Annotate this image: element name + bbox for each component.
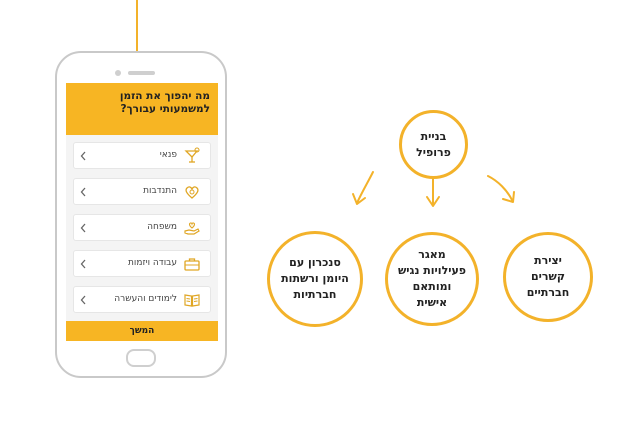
- chevron-left-icon: [80, 259, 86, 269]
- menu-item-work[interactable]: עבודה ויזמות: [73, 250, 211, 277]
- node-calendar-sync: סנכרון עם היומן ורשתות חברתיות: [267, 231, 363, 327]
- chevron-left-icon: [80, 223, 86, 233]
- node-label: בניית פרופיל: [416, 129, 451, 159]
- menu-item-family[interactable]: משפחה: [73, 214, 211, 241]
- phone-screen: מה יהפוך את הזמן למשמעותי עבורך? פנאי הת…: [66, 83, 218, 341]
- open-book-icon: [184, 294, 200, 307]
- node-activities-pool: מאגר פעילויות נגיש ומותאם אישית: [385, 232, 479, 326]
- menu-item-label: לימודים והעשרה: [114, 294, 177, 304]
- node-label: יצירת קשרים חברתיים: [526, 254, 570, 299]
- chevron-left-icon: [80, 295, 86, 305]
- continue-button[interactable]: המשך: [66, 321, 218, 341]
- arrow-to-middle-node: [426, 177, 440, 207]
- phone-home-button: [126, 349, 156, 367]
- menu-item-volunteering[interactable]: התנדבות: [73, 178, 211, 205]
- phone-camera: [115, 70, 121, 76]
- menu-item-label: עבודה ויזמות: [127, 258, 177, 268]
- node-label: סנכרון עם היומן ורשתות חברתיות: [281, 256, 349, 301]
- phone-mockup: מה יהפוך את הזמן למשמעותי עבורך? פנאי הת…: [55, 51, 227, 378]
- cocktail-glass-icon: [184, 147, 200, 163]
- screen-title: מה יהפוך את הזמן למשמעותי עבורך?: [119, 90, 210, 115]
- screen-header: מה יהפוך את הזמן למשמעותי עבורך?: [66, 83, 218, 135]
- briefcase-icon: [184, 258, 200, 271]
- chevron-left-icon: [80, 151, 86, 161]
- menu-item-label: משפחה: [147, 222, 177, 232]
- hand-holding-heart-icon: [184, 222, 200, 235]
- node-social-connections: יצירת קשרים חברתיים: [503, 232, 593, 322]
- menu-item-label: פנאי: [159, 150, 177, 160]
- menu-item-studies[interactable]: לימודים והעשרה: [73, 286, 211, 313]
- menu-item-leisure[interactable]: פנאי: [73, 142, 211, 169]
- arrow-to-left-node: [352, 171, 374, 205]
- menu-item-label: התנדבות: [143, 186, 177, 196]
- node-label: מאגר פעילויות נגיש ומותאם אישית: [397, 248, 467, 309]
- phone-speaker: [128, 71, 155, 75]
- arrow-to-right-node: [487, 175, 515, 203]
- heart-ribbon-icon: [185, 186, 199, 199]
- chevron-left-icon: [80, 187, 86, 197]
- hanging-line: [136, 0, 138, 52]
- node-build-profile: בניית פרופיל: [399, 110, 468, 179]
